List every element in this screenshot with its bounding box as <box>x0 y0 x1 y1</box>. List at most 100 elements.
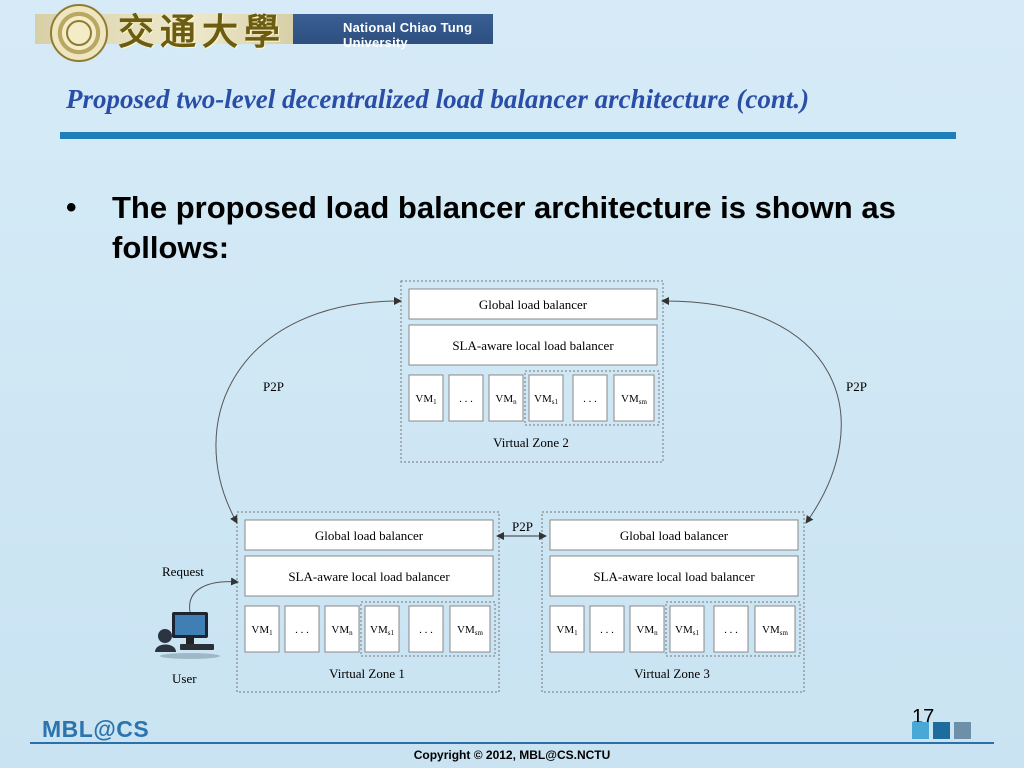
vm-label-base: . . . <box>600 624 614 636</box>
request-arrow <box>189 577 239 613</box>
p2p-left-label: P2P <box>263 379 284 394</box>
footer-squares <box>912 722 971 739</box>
vm-label-base: VM <box>415 393 433 405</box>
local-lb-box <box>408 324 658 366</box>
vm-box <box>364 605 400 653</box>
vm-label-sub: 1 <box>574 629 578 637</box>
vm-label: VMsm <box>621 393 647 406</box>
vm-box <box>244 605 280 653</box>
p2p-right-arc <box>661 296 842 524</box>
vm-label-base: . . . <box>295 624 309 636</box>
vm-label-base: VM <box>556 624 574 636</box>
vm-box <box>324 605 360 653</box>
vm-label-base: . . . <box>724 624 738 636</box>
global-lb-box <box>549 519 799 551</box>
vm-label: VMn <box>331 624 353 637</box>
sla-vm-group <box>360 601 496 657</box>
footer-square-1 <box>912 722 929 739</box>
zone-name: Virtual Zone 1 <box>329 666 405 681</box>
vm-label: . . . <box>295 624 309 636</box>
vm-label-sub: n <box>513 398 517 406</box>
zone-name: Virtual Zone 2 <box>493 435 569 450</box>
global-lb-box <box>244 519 494 551</box>
vm-box <box>613 374 655 422</box>
vm-label: VMs1 <box>675 624 699 637</box>
lab-logo: MBL@CS <box>42 716 150 742</box>
local-lb-label: SLA-aware local load balancer <box>593 569 755 584</box>
request-label: Request <box>162 564 204 579</box>
vm-label-base: VM <box>331 624 349 636</box>
vm-label-base: VM <box>675 624 693 636</box>
vm-label: VMn <box>636 624 658 637</box>
vm-label: VM1 <box>251 624 273 637</box>
vm-label: VM1 <box>556 624 578 637</box>
sla-vm-group <box>524 370 660 426</box>
vm-label: . . . <box>419 624 433 636</box>
footer-square-3 <box>954 722 971 739</box>
vm-label-sub: s1 <box>552 398 559 406</box>
vm-label-sub: n <box>654 629 658 637</box>
university-logo-text: 交通大學 <box>118 11 287 53</box>
seal-inner-ring <box>66 20 92 46</box>
vm-label-sub: sm <box>475 629 484 637</box>
vm-box <box>448 374 484 422</box>
vm-label-sub: s1 <box>388 629 395 637</box>
zone-boundary <box>236 511 500 693</box>
vm-label-sub: 1 <box>433 398 437 406</box>
vm-label: VMn <box>495 393 517 406</box>
footer-square-2 <box>933 722 950 739</box>
vm-box <box>284 605 320 653</box>
vm-label-sub: 1 <box>269 629 273 637</box>
zone-boundary <box>541 511 805 693</box>
vm-label-base: . . . <box>583 393 597 405</box>
vm-label: . . . <box>600 624 614 636</box>
copyright-text: Copyright © 2012, MBL@CS.NCTU <box>413 748 611 762</box>
p2p-middle-label: P2P <box>512 519 533 534</box>
local-lb-box <box>244 555 494 597</box>
vm-label: VMsm <box>762 624 788 637</box>
local-lb-label: SLA-aware local load balancer <box>288 569 450 584</box>
vm-box <box>669 605 705 653</box>
vm-label-base: . . . <box>419 624 433 636</box>
vm-box <box>408 605 444 653</box>
global-lb-label: Global load balancer <box>620 528 729 543</box>
vm-label-base: VM <box>636 624 654 636</box>
vm-label-sub: n <box>349 629 353 637</box>
vm-label: VMs1 <box>534 393 558 406</box>
vm-label: . . . <box>459 393 473 405</box>
footer-divider <box>30 742 994 744</box>
vm-box <box>449 605 491 653</box>
vm-box <box>488 374 524 422</box>
vm-label: . . . <box>724 624 738 636</box>
p2p-left-arc <box>215 296 402 524</box>
vm-label-base: VM <box>457 624 475 636</box>
bullet-text: The proposed load balancer architecture … <box>112 190 896 265</box>
computer-user-icon <box>155 612 220 659</box>
vm-box <box>408 374 444 422</box>
vm-label-base: VM <box>621 393 639 405</box>
global-lb-label: Global load balancer <box>479 297 588 312</box>
vm-label-base: VM <box>370 624 388 636</box>
vm-label: VM1 <box>415 393 437 406</box>
local-lb-label: SLA-aware local load balancer <box>452 338 614 353</box>
vm-box <box>549 605 585 653</box>
vm-label-base: VM <box>762 624 780 636</box>
vm-box <box>528 374 564 422</box>
zone-name: Virtual Zone 3 <box>634 666 710 681</box>
vm-label: VMsm <box>457 624 483 637</box>
university-seal-icon <box>50 4 108 62</box>
p2p-right-label: P2P <box>846 379 867 394</box>
bullet-item: • The proposed load balancer architectur… <box>66 188 966 268</box>
vm-box <box>572 374 608 422</box>
university-name: National Chiao Tung University <box>343 20 473 50</box>
vm-label: VMs1 <box>370 624 394 637</box>
global-lb-label: Global load balancer <box>315 528 424 543</box>
bullet-dot: • <box>66 191 77 224</box>
vm-box <box>629 605 665 653</box>
global-lb-box <box>408 288 658 320</box>
